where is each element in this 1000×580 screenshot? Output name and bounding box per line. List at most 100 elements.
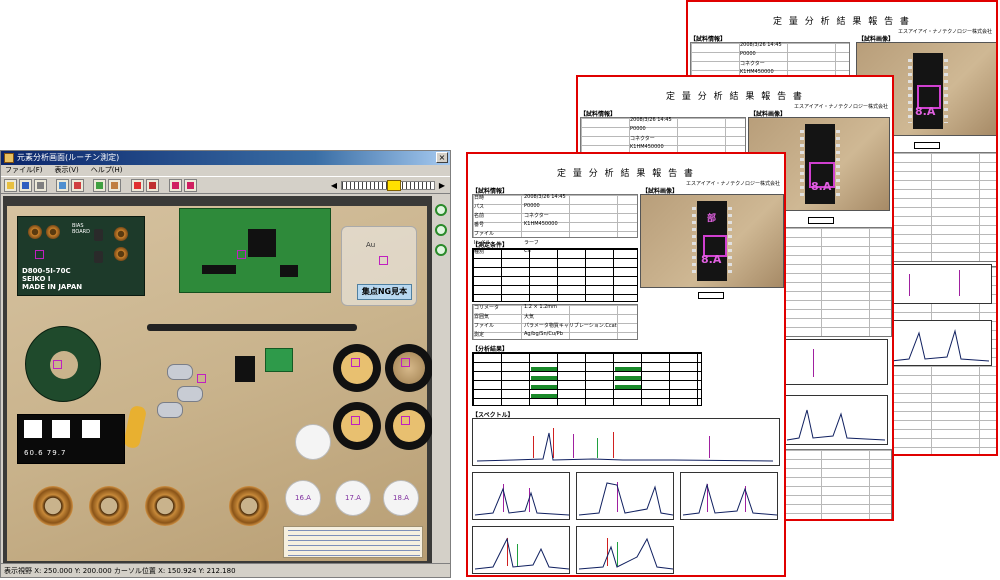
photo-label: 8.A	[915, 105, 936, 118]
bias-board-label: BIAS BOARD	[72, 223, 90, 235]
toroid-1	[33, 486, 73, 526]
photo-mark: 部	[707, 214, 717, 224]
app-icon	[4, 153, 14, 163]
measure-marker[interactable]	[379, 256, 388, 265]
scale-left-arrow-icon[interactable]: ◀	[330, 181, 338, 190]
info-number: K1HM450000	[630, 144, 664, 150]
window-titlebar[interactable]: 元素分析画面(ルーチン測定) ×	[1, 151, 450, 165]
cond-measure-label: 測定	[474, 332, 485, 338]
sample-disk-16: 16.A	[285, 480, 321, 516]
open-icon[interactable]	[4, 179, 17, 192]
measure-marker[interactable]	[237, 250, 246, 259]
spectrum-small-plot	[472, 472, 570, 520]
measure-marker[interactable]	[35, 250, 44, 259]
flag-icon[interactable]	[71, 179, 84, 192]
disk-label: 17.A	[345, 494, 361, 502]
section-sample-info: 【試料情報】	[580, 111, 617, 118]
key-2	[177, 386, 203, 402]
zoom-out-icon[interactable]	[435, 224, 447, 236]
measure-marker[interactable]	[401, 358, 410, 367]
hand-icon[interactable]	[108, 179, 121, 192]
zoom-slider-thumb[interactable]	[387, 180, 401, 191]
save-icon[interactable]	[19, 179, 32, 192]
cond-collimator: 1.2 × 1.2mm	[524, 304, 558, 310]
section-sample-image: 【試料画像】	[858, 36, 895, 43]
disk-label: 18.A	[393, 494, 409, 502]
person-icon[interactable]	[93, 179, 106, 192]
report-company: エスアイアイ・ナノテクノロジー株式会社	[686, 181, 780, 187]
sample-disk-17: 17.A	[335, 480, 371, 516]
spectrum-small-plot	[472, 526, 570, 574]
scale-ruler	[914, 142, 940, 149]
cross-alt-icon[interactable]	[184, 179, 197, 192]
person-alt-icon[interactable]	[146, 179, 159, 192]
person-red-icon[interactable]	[131, 179, 144, 192]
sample-notes	[283, 526, 423, 558]
section-sample-image: 【試料画像】	[750, 111, 787, 118]
led-display-text: 60.6 79.7	[24, 449, 67, 457]
report-company: エスアイアイ・ナノテクノロジー株式会社	[898, 29, 992, 35]
camera-icon[interactable]	[56, 179, 69, 192]
conditions-table	[472, 248, 638, 302]
disk-label: 16.A	[295, 494, 311, 502]
info-number-label: 番号	[474, 222, 485, 228]
info-name-label: 名前	[474, 213, 485, 219]
terminal-connector	[265, 348, 293, 372]
report-title: 定 量 分 析 結 果 報 告 書	[557, 169, 695, 179]
led-display-panel: 60.6 79.7	[17, 414, 125, 464]
pcb-marking: D800-5I-70C SEIKO I MADE IN JAPAN	[22, 267, 83, 291]
toroid-2	[89, 486, 129, 526]
menu-file[interactable]: ファイル(F)	[5, 166, 43, 174]
toroid-3	[145, 486, 185, 526]
case-text: Au	[366, 241, 376, 249]
spectrum-plot	[784, 339, 888, 385]
info-path: P0000	[630, 126, 646, 132]
report-title: 定 量 分 析 結 果 報 告 書	[666, 92, 804, 102]
photo-label: 8.A	[811, 180, 832, 193]
measure-marker[interactable]	[53, 360, 62, 369]
measure-marker[interactable]	[401, 416, 410, 425]
info-level-label: Iレベル	[474, 240, 491, 246]
report-company: エスアイアイ・ナノテクノロジー株式会社	[794, 104, 888, 110]
measure-marker[interactable]	[351, 416, 360, 425]
spectrum-main-plot	[472, 418, 780, 466]
zoom-in-icon[interactable]	[435, 204, 447, 216]
sample-info-table	[580, 117, 746, 157]
measure-marker[interactable]	[197, 374, 206, 383]
print-icon[interactable]	[34, 179, 47, 192]
zoom-fit-icon[interactable]	[435, 244, 447, 256]
solder-reel-2	[385, 344, 432, 392]
scale-ruler	[698, 292, 724, 299]
spectrum-small-plot	[680, 472, 778, 520]
status-bar: 表示視野 X: 250.000 Y: 200.000 カーソル位置 X: 150…	[1, 563, 450, 577]
sample-image-canvas[interactable]: BIAS BOARD D800-5I-70C SEIKO I MADE IN J…	[3, 196, 432, 563]
scale-ruler	[808, 217, 834, 224]
photo-label: 8.A	[701, 253, 722, 266]
info-path-label: パス	[474, 204, 485, 210]
scale-right-arrow-icon[interactable]: ▶	[438, 181, 446, 190]
pcb-bias-board: BIAS BOARD D800-5I-70C SEIKO I MADE IN J…	[17, 216, 145, 296]
section-sample-image: 【試料画像】	[642, 188, 679, 195]
solder-reel-1	[333, 344, 381, 392]
measure-marker[interactable]	[351, 358, 360, 367]
solder-reel-3	[333, 402, 381, 450]
menu-help[interactable]: ヘルプ(H)	[90, 166, 123, 174]
report-sheet-front: 定 量 分 析 結 果 報 告 書 エスアイアイ・ナノテクノロジー株式会社 【試…	[466, 152, 786, 577]
sample-info-table	[472, 194, 638, 238]
toolbar: ◀ ▶	[1, 176, 450, 194]
cond-atmosphere-label: 雰囲気	[474, 314, 490, 320]
sample-board: BIAS BOARD D800-5I-70C SEIKO I MADE IN J…	[7, 206, 432, 561]
results-table	[472, 352, 702, 406]
sample-disk-white	[295, 424, 331, 460]
close-button[interactable]: ×	[436, 152, 448, 163]
pcb-green-board	[179, 208, 331, 293]
spectrum-plot	[888, 320, 992, 366]
cond-atmosphere: 大気	[524, 314, 535, 320]
yellow-tube	[122, 404, 148, 450]
info-name: コネクター	[630, 136, 655, 142]
section-conditions: 【測定条件】	[472, 242, 509, 249]
sample-info-table	[690, 42, 850, 82]
menu-view[interactable]: 表示(V)	[54, 166, 79, 174]
zoom-slider[interactable]	[341, 180, 435, 191]
cross-icon[interactable]	[169, 179, 182, 192]
